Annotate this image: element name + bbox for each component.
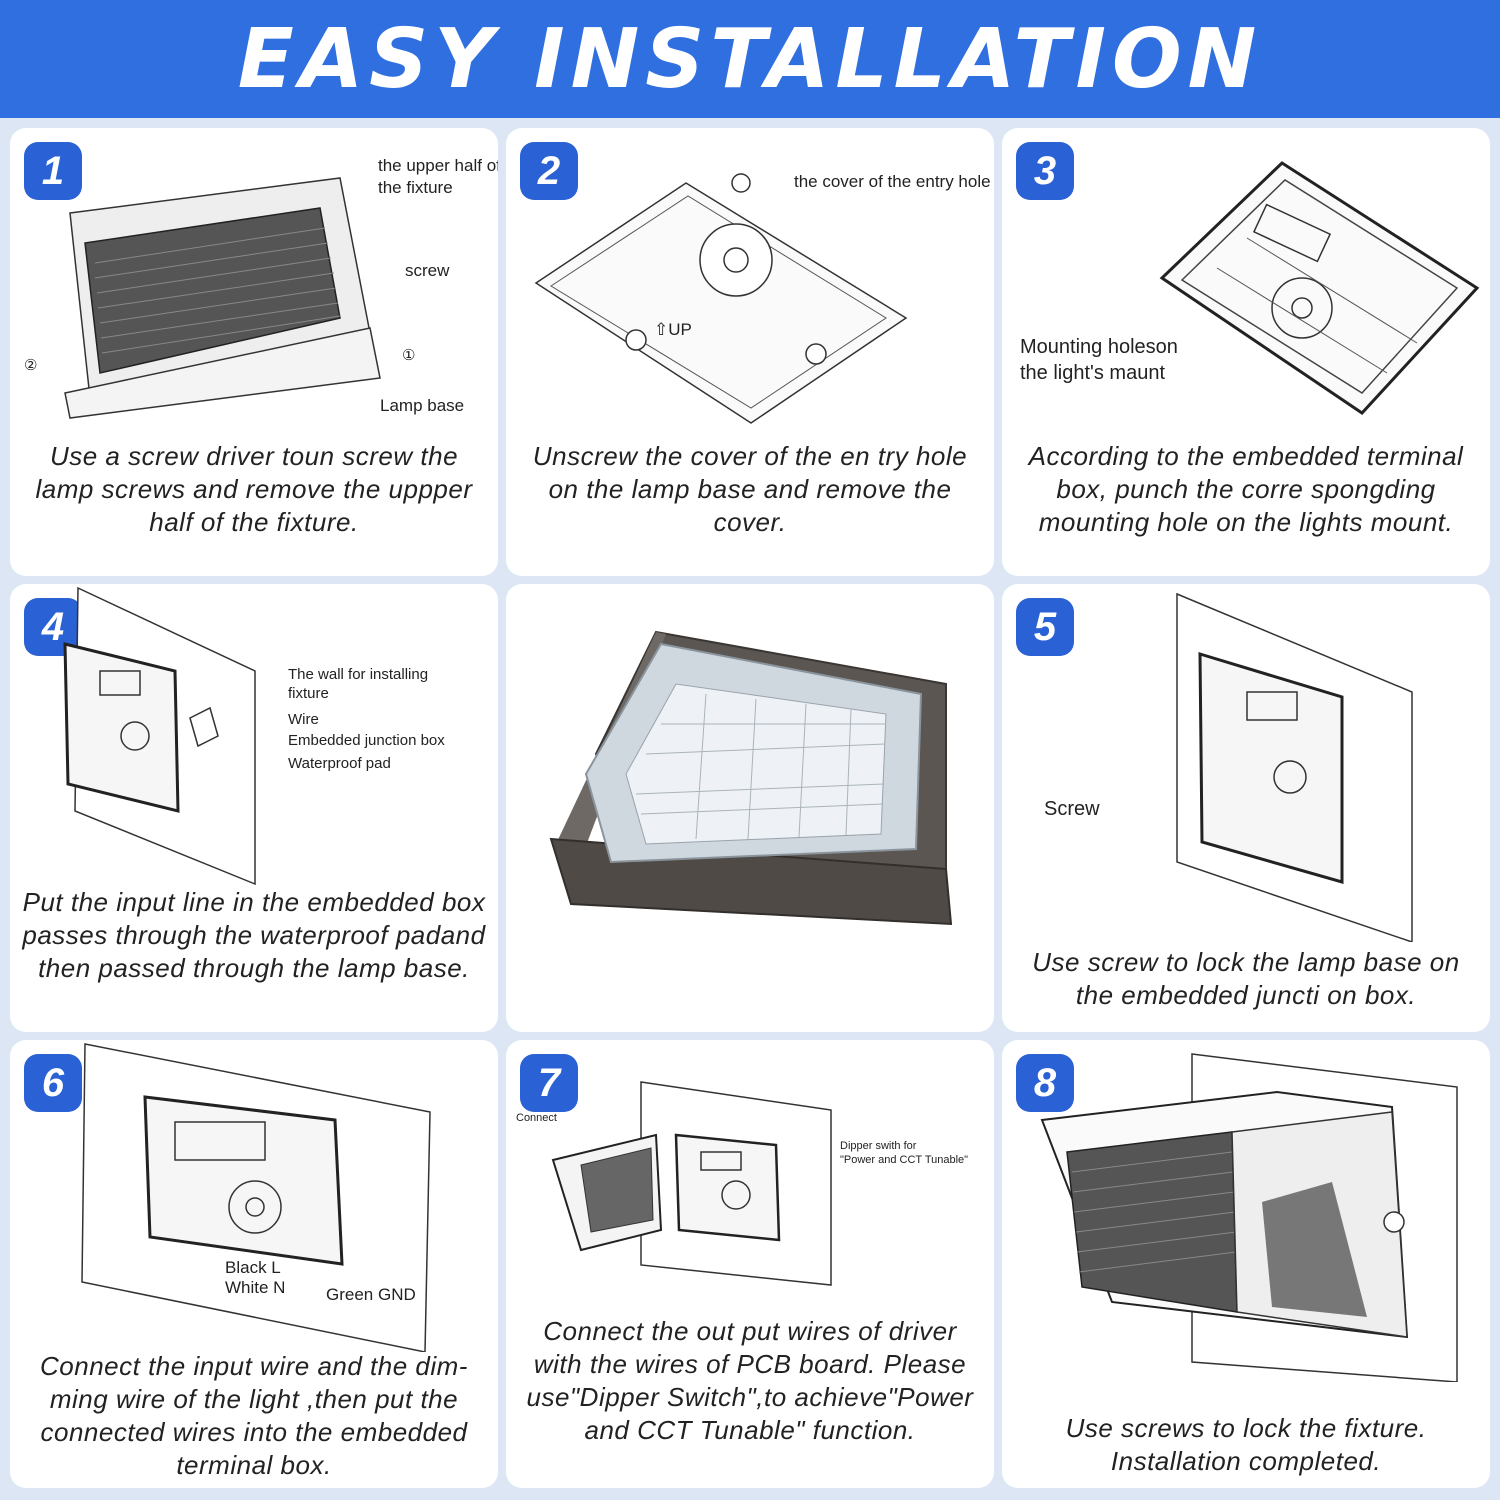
label-dipper-switch: Dipper swith for <box>840 1140 917 1152</box>
label-up-marking: ⇧UP <box>654 320 692 339</box>
label-power-cct: "Power and CCT Tunable" <box>840 1154 969 1166</box>
step-description-3: According to the embedded terminal box, … <box>1028 441 1464 537</box>
pcb-connection-illustration <box>551 1080 841 1290</box>
step-badge-7: 7 <box>520 1054 578 1112</box>
label-white-n: White N <box>225 1278 286 1297</box>
label-upper-half: the upper half of <box>378 156 498 175</box>
label-green-gnd: Green GND <box>326 1285 416 1304</box>
title-banner: EASY INSTALLATION <box>0 0 1500 118</box>
step-description-4: Put the input line in the embedded box p… <box>22 887 486 983</box>
page-title: EASY INSTALLATION <box>237 11 1263 107</box>
label-lights-mount: the light's maunt <box>1020 362 1166 384</box>
label-black-l: Black L <box>225 1258 281 1277</box>
step-card-3: 3 Mounting holeson the light's maunt Acc… <box>1002 128 1490 576</box>
step-description-1: Use a screw driver toun screw the lamp s… <box>35 441 473 537</box>
step-card-8: 8 Use screws to lock the fixture. Instal… <box>1002 1040 1490 1488</box>
product-card <box>506 584 994 1032</box>
fixture-open-illustration <box>50 168 390 428</box>
step-card-6: 6 Black L White N Green GND Connect the … <box>10 1040 498 1488</box>
label-screw-5: Screw <box>1044 798 1100 820</box>
step-badge-1: 1 <box>24 142 82 200</box>
label-connect: Connect <box>516 1112 557 1124</box>
lamp-base-illustration <box>516 168 916 428</box>
step-description-8: Use screws to lock the fixture. Installa… <box>1065 1413 1427 1476</box>
lamp-base-mounted-illustration <box>1172 592 1422 942</box>
label-entry-hole-cover: the cover of the entry hole <box>794 172 991 191</box>
label-wall: The wall for installing <box>288 666 429 683</box>
wiring-illustration <box>80 1042 440 1352</box>
step-description-2: Unscrew the cover of the en try hole on … <box>532 441 968 537</box>
label-the-fixture: the fixture <box>378 178 453 197</box>
installed-fixture-illustration <box>1032 1052 1472 1382</box>
step-card-2: 2 the cover of the entry hole ⇧UP Unscre… <box>506 128 994 576</box>
label-wire: Wire <box>288 711 319 728</box>
label-waterproof-pad: Waterproof pad <box>288 755 391 772</box>
label-fixture: fixture <box>288 685 329 702</box>
step-badge-3: 3 <box>1016 142 1074 200</box>
step-badge-2: 2 <box>520 142 578 200</box>
label-lamp-base: Lamp base <box>380 396 465 415</box>
step-badge-6: 6 <box>24 1054 82 1112</box>
step-description-6: Connect the input wire and the dim- ming… <box>40 1351 468 1480</box>
label-junction-box: Embedded junction box <box>288 732 445 749</box>
light-mount-illustration <box>1157 158 1482 418</box>
step-card-4: 4 The wall for installing fixture Wire E… <box>10 584 498 1032</box>
step-badge-5: 5 <box>1016 598 1074 656</box>
step-card-5: 5 Screw Use screw to lock the lamp base … <box>1002 584 1490 1032</box>
label-mounting-holes: Mounting holeson <box>1020 336 1178 358</box>
label-screw: screw <box>405 261 450 280</box>
step-card-7: 7 Connect Dipper swith for "Power and CC… <box>506 1040 994 1488</box>
step-badge-8: 8 <box>1016 1054 1074 1112</box>
label-step-arrow-2: ② <box>24 357 38 374</box>
step-description-5: Use screw to lock the lamp base on the e… <box>1032 947 1460 1010</box>
step-description-7: Connect the out put wires of driver with… <box>526 1316 974 1445</box>
junction-box-illustration <box>50 586 270 886</box>
product-photo-illustration <box>536 624 966 954</box>
step-card-1: 1 the upper half of the fixture screw La… <box>10 128 498 576</box>
label-step-arrow-1: ① <box>402 347 416 364</box>
